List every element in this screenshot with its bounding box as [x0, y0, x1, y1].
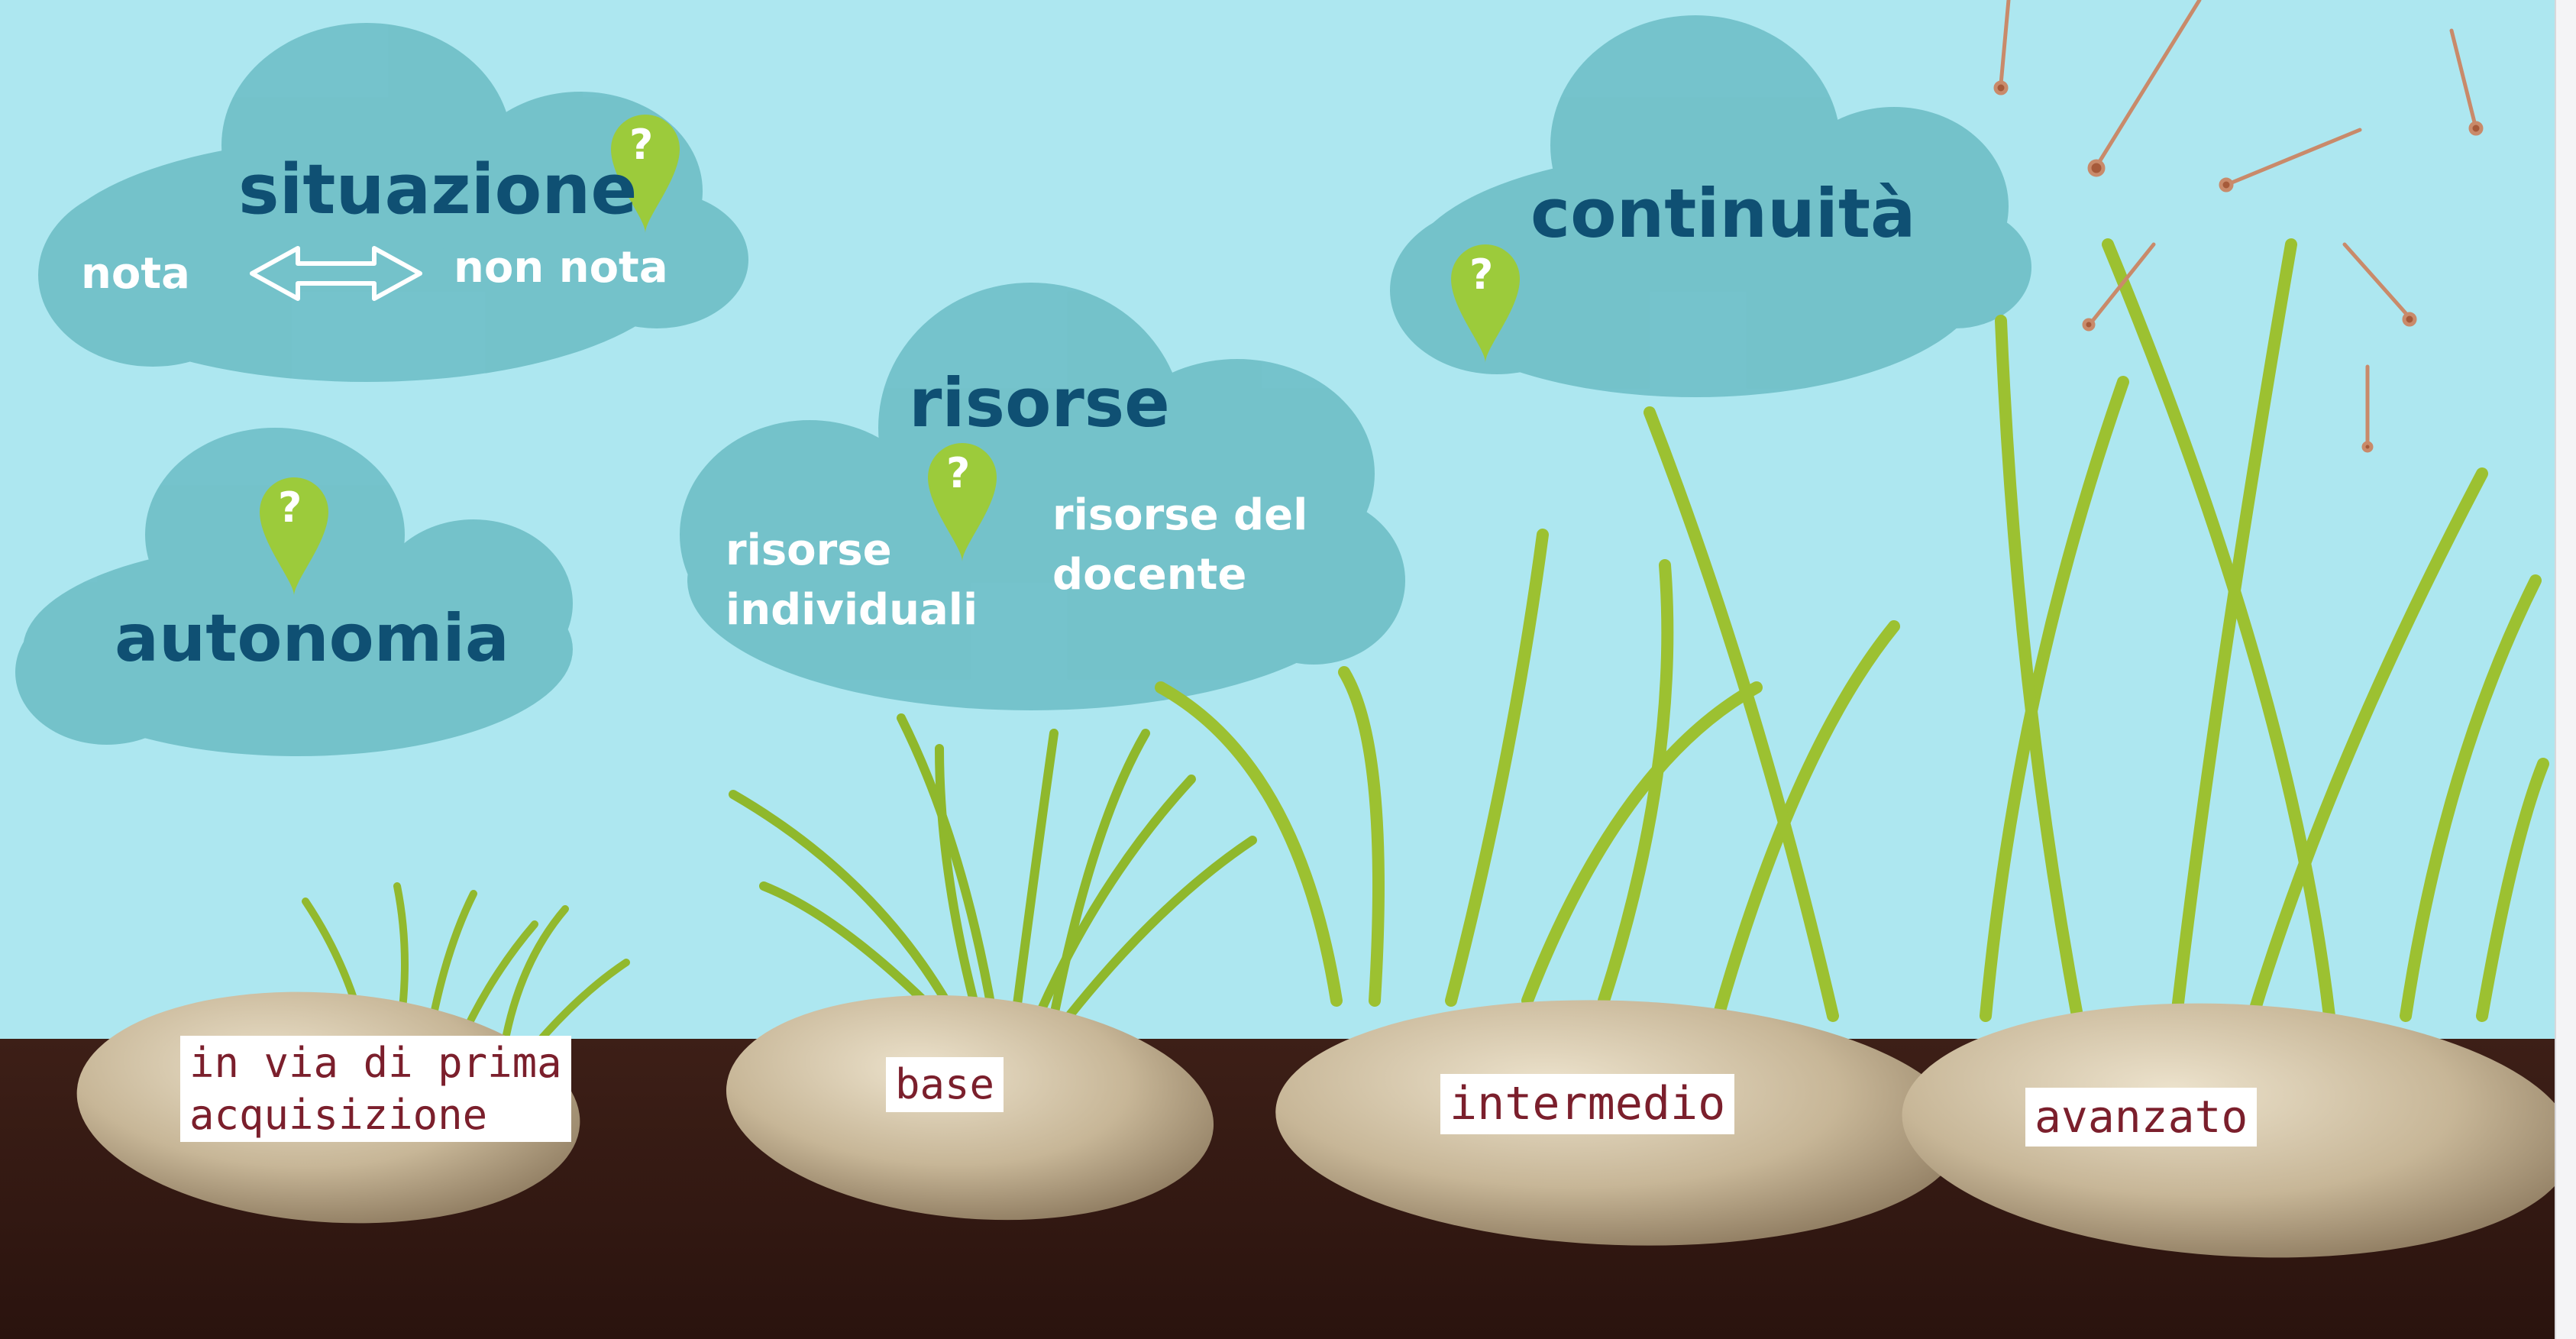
label-non-nota: non nota — [454, 243, 668, 293]
cloud-title-continuita: continuità — [1530, 174, 1916, 253]
double-arrow-icon — [250, 246, 422, 301]
label-risorse-docente-1: risorse del — [1052, 490, 1308, 540]
dandelion-seeds — [1993, 0, 2484, 453]
label-risorse-individuali-2: individuali — [726, 585, 978, 635]
pin-glyph-continuita: ? — [1469, 251, 1494, 299]
pin-glyph-situazione: ? — [629, 121, 654, 169]
right-edge-strip — [2555, 0, 2576, 1339]
level-label-1: in via di prima acquisizione — [180, 1036, 571, 1142]
label-nota: nota — [81, 249, 190, 299]
grass-medium — [729, 713, 1257, 1020]
pin-glyph-risorse: ? — [946, 449, 971, 497]
cloud-continuita-shape — [1390, 15, 2031, 397]
cloud-risorse-shape — [680, 283, 1405, 710]
cloud-title-autonomia: autonomia — [115, 600, 509, 677]
level-label-1-line2: acquisizione — [189, 1090, 488, 1139]
level-label-1-line1: in via di prima — [189, 1039, 562, 1087]
level-label-3: intermedio — [1440, 1074, 1735, 1134]
question-map-pin-icon — [260, 115, 1520, 596]
label-risorse-docente-2: docente — [1052, 550, 1247, 600]
level-label-4-line1: avanzato — [2035, 1091, 2248, 1143]
cloud-title-situazione: situazione — [238, 150, 638, 230]
level-label-2: base — [886, 1057, 1004, 1112]
level-label-2-line1: base — [895, 1060, 995, 1108]
pin-glyph-autonomia: ? — [278, 484, 302, 532]
label-risorse-individuali-1: risorse — [726, 526, 892, 575]
level-label-4: avanzato — [2025, 1088, 2258, 1147]
grass-tall — [1155, 238, 2549, 1022]
cloud-situazione-shape — [38, 23, 748, 382]
level-label-3-line1: intermedio — [1450, 1077, 1726, 1130]
cloud-title-risorse: risorse — [909, 364, 1170, 442]
